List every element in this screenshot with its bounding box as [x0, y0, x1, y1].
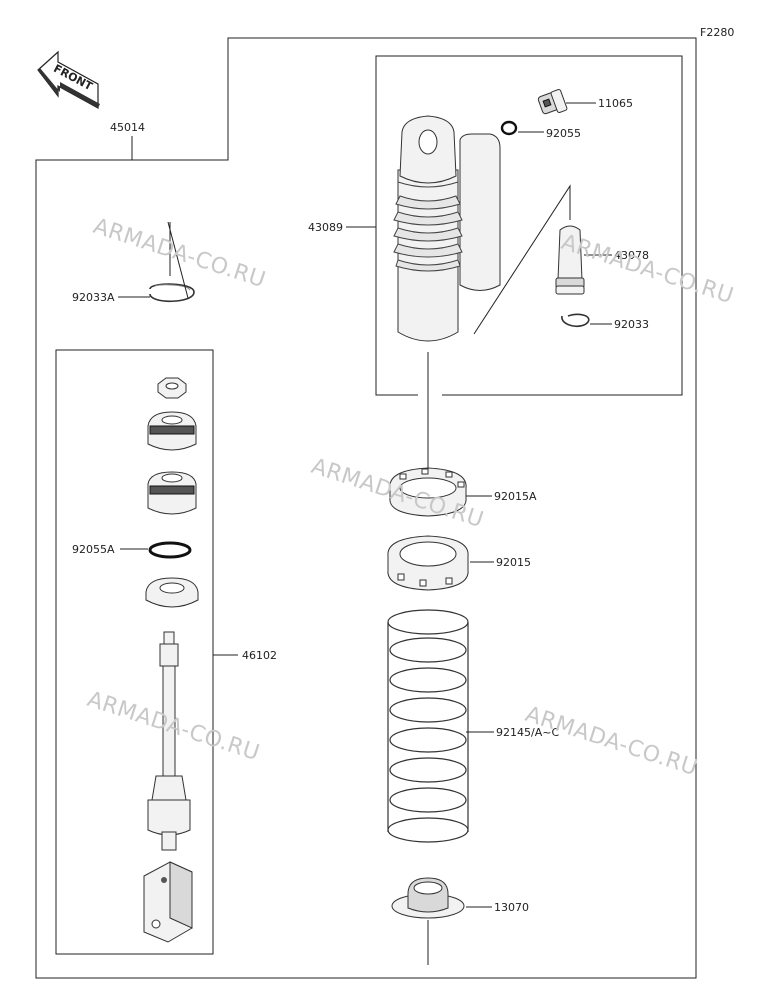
front-arrow-icon: FRONT [37, 50, 100, 110]
washer [145, 577, 199, 608]
spring-seat-13070 [391, 877, 465, 919]
shock-body-box [375, 55, 683, 396]
locknut-92015a [389, 467, 467, 517]
part-label-13070: 13070 [494, 901, 529, 914]
part-label-92055a: 92055A [72, 543, 115, 556]
rod-nut [157, 377, 187, 399]
circlip-92033a [149, 283, 195, 303]
circlip-92033 [561, 313, 590, 328]
valve-11065 [537, 89, 568, 115]
part-label-43089: 43089 [308, 221, 343, 234]
bladder-43078 [555, 225, 585, 295]
damper-rod-46102 [147, 631, 191, 851]
part-label-11065: 11065 [598, 97, 633, 110]
part-label-92055: 92055 [546, 127, 581, 140]
part-label-43078: 43078 [614, 249, 649, 262]
clevis [143, 861, 193, 943]
part-label-92033a: 92033A [72, 291, 115, 304]
watermark-1: ARMADA-CO.RU [90, 214, 269, 293]
shock-body-43089 [393, 115, 501, 342]
part-label-92033: 92033 [614, 318, 649, 331]
lower-bushing [147, 471, 197, 515]
part-label-92015: 92015 [496, 556, 531, 569]
watermark-5: ARMADA-CO.RU [522, 702, 701, 781]
spring-92145 [387, 609, 469, 843]
upper-bushing [147, 411, 197, 451]
adjuster-nut-92015 [387, 535, 469, 591]
part-label-45014: 45014 [110, 121, 145, 134]
rod-group-box [55, 349, 214, 955]
figure-code: F2280 [700, 26, 734, 39]
o-ring-92055 [500, 120, 518, 136]
o-ring-92055a [148, 541, 192, 559]
part-label-92145: 92145/A~C [496, 726, 559, 739]
assembly-outline [35, 37, 697, 979]
watermark-2: ARMADA-CO.RU [558, 230, 737, 309]
part-label-46102: 46102 [242, 649, 277, 662]
part-label-92015a: 92015A [494, 490, 537, 503]
